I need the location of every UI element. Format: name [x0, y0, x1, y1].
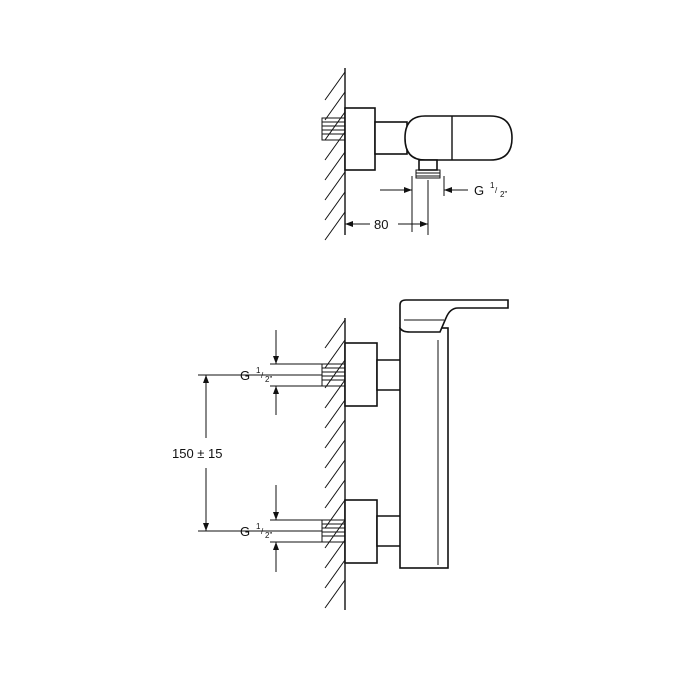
front-lower-thread-fraction-den: 2" [265, 531, 272, 540]
front-lower-thread-dimension: G 1 / 2" [240, 485, 322, 572]
top-offset-dimension: 80 [344, 180, 429, 235]
top-offset-label: 80 [374, 217, 388, 232]
top-thread-dimension: G 1 / 2" [380, 176, 507, 232]
front-spacing-dimension: 150 ± 15 [172, 374, 322, 532]
front-spacing-label: 150 ± 15 [172, 446, 223, 461]
front-upper-thread-dimension: G 1 / 2" [240, 330, 322, 415]
front-lower-rosette [344, 499, 378, 564]
top-wall-hatching [324, 71, 346, 241]
front-upper-rosette [344, 342, 378, 407]
top-outlet-neck [418, 159, 438, 171]
front-upper-inlet-thread [321, 363, 346, 387]
front-upper-thread-fraction-den: 2" [265, 375, 272, 384]
top-inlet-thread [321, 117, 346, 141]
front-mixer-body [399, 327, 449, 569]
top-thread-fraction-num: 1 [490, 181, 495, 190]
front-lower-thread-fraction-num: 1 [256, 522, 261, 531]
front-lower-inlet-thread [321, 519, 346, 543]
top-rosette [344, 107, 376, 171]
top-view: G 1 / 2" 80 [321, 68, 513, 241]
top-thread-label: G [474, 183, 484, 198]
top-connector [374, 121, 408, 155]
front-wall-hatching [324, 319, 346, 609]
front-view: G 1 / 2" G 1 / 2" 150 ± 15 [172, 299, 509, 610]
svg-text:/: / [495, 186, 498, 195]
front-upper-thread-fraction-num: 1 [256, 366, 261, 375]
top-mixer-body [404, 115, 513, 161]
top-outlet-thread [415, 169, 441, 179]
front-lever-handle [399, 299, 509, 333]
top-thread-fraction-den: 2" [500, 190, 507, 199]
